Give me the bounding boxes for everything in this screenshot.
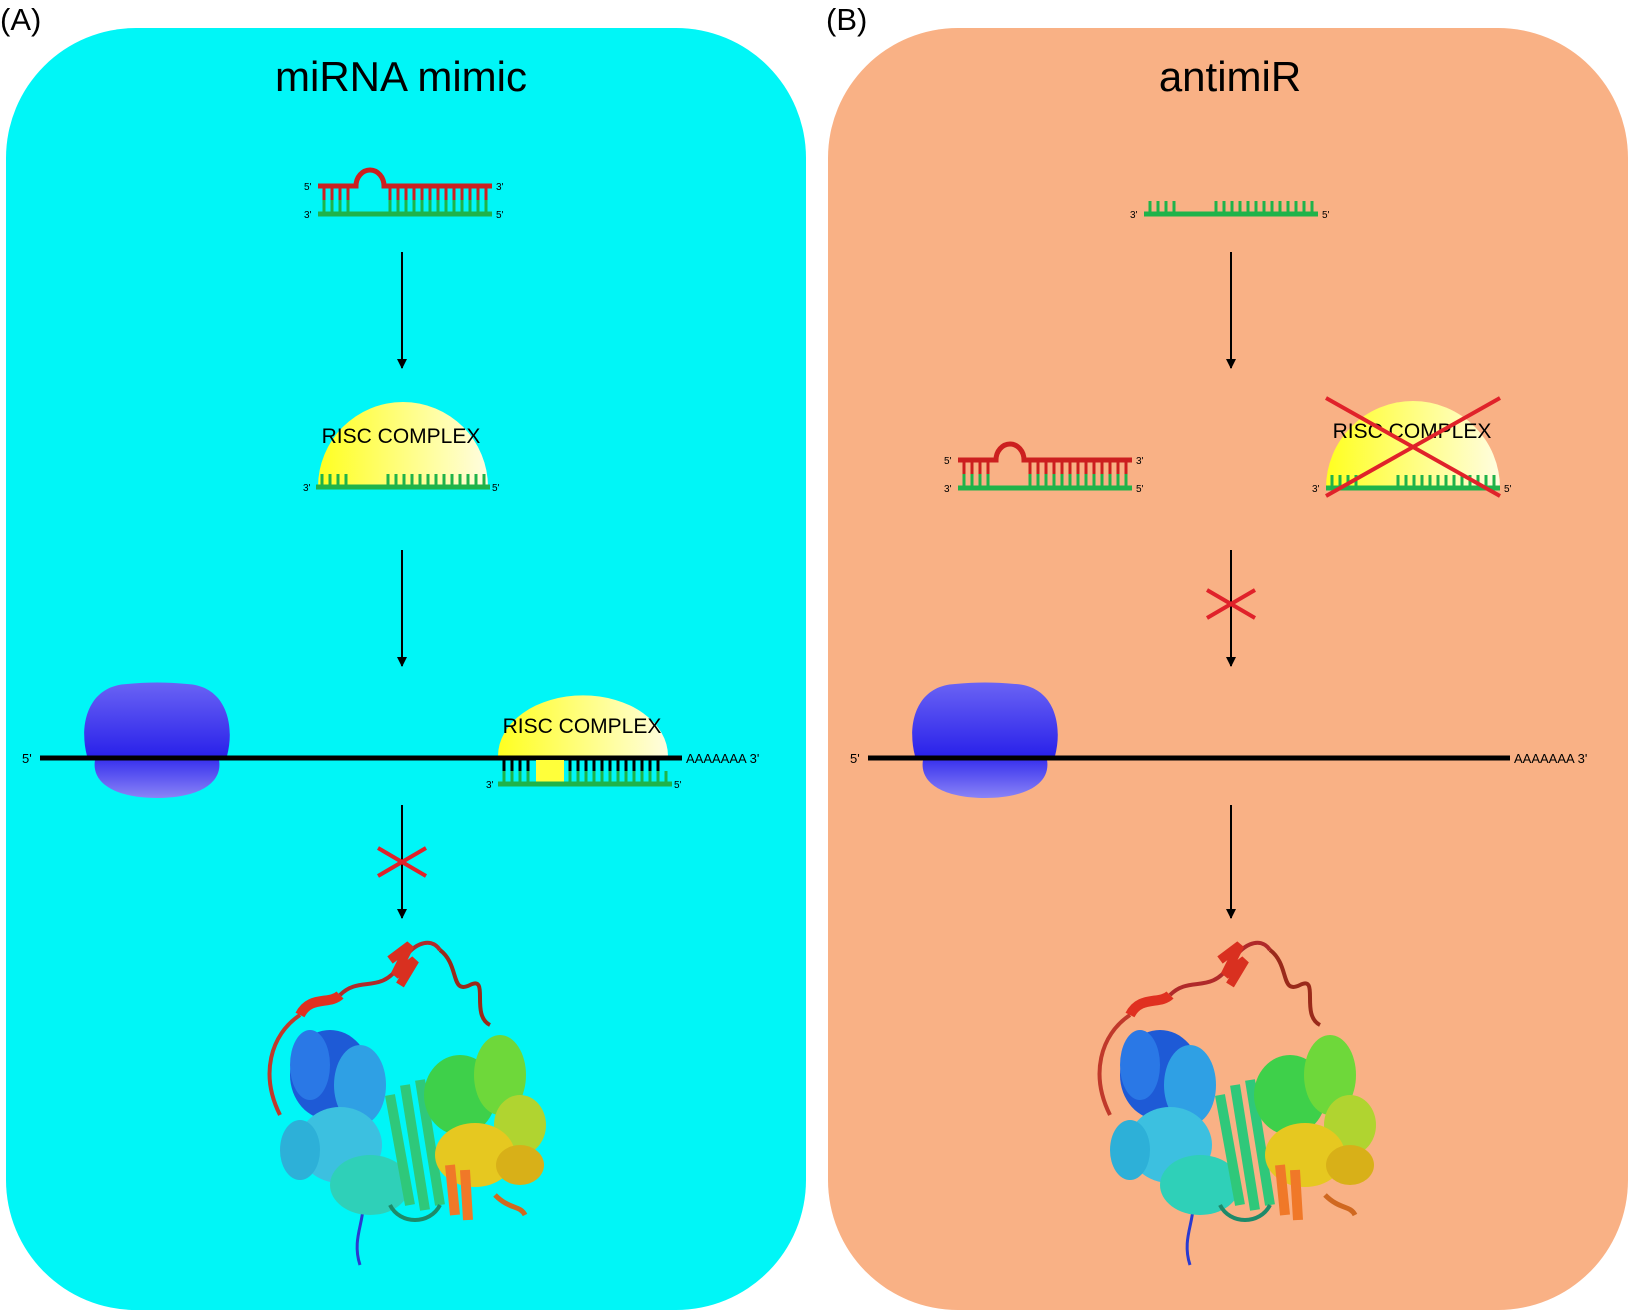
sequestered-duplex: 5' 3' 3' 5' [944, 444, 1144, 495]
mrna-risc-a-5-label: 5' [674, 780, 682, 791]
antimir-strand: 3' 5' [1130, 201, 1330, 221]
risc-a-3-label: 3' [303, 483, 311, 494]
duplex-5-label-top: 5' [304, 182, 312, 193]
block-x-b [1205, 588, 1257, 620]
duplex-3-label-bottom: 3' [304, 210, 312, 221]
risc-complex-b-crossed: RISC COMPLEX 3' 5' [1312, 396, 1512, 498]
ribosome-b [912, 682, 1058, 798]
antimir-5-label: 5' [1322, 210, 1330, 221]
block-x-a [376, 846, 428, 878]
seq-duplex-3-label-top: 3' [1136, 456, 1144, 467]
risc-b-5-label: 5' [1504, 484, 1512, 495]
mrna-b: 5' AAAAAAA 3' [850, 682, 1587, 798]
panel-b: (B) antimiR 3' 5' 5' 3' 3' 5' RISC COMPL… [826, 2, 1628, 1310]
panel-b-background [828, 28, 1628, 1310]
risc-b-3-label: 3' [1312, 484, 1320, 495]
duplex-5-label-bottom: 5' [496, 210, 504, 221]
mrna-b-3-label: AAAAAAA 3' [1514, 751, 1587, 766]
risc-label-b: RISC COMPLEX [1333, 420, 1492, 443]
ribosome-a [84, 682, 230, 798]
duplex-3-label-top: 3' [496, 182, 504, 193]
mimic-duplex: 5' 3' 3' 5' [304, 170, 504, 221]
seq-duplex-3-label-bottom: 3' [944, 484, 952, 495]
mrna-b-5-label: 5' [850, 751, 860, 766]
risc-label-a-2: RISC COMPLEX [503, 715, 662, 738]
risc-complex-a: RISC COMPLEX 3' 5' [303, 402, 500, 494]
panel-b-letter: (B) [826, 2, 867, 37]
seq-duplex-5-label-bottom: 5' [1136, 484, 1144, 495]
seq-duplex-5-label-top: 5' [944, 456, 952, 467]
mrna-a: RISC COMPLEX 5' AAAAAAA 3' 3' 5' [22, 682, 759, 798]
panel-b-title: antimiR [1159, 53, 1301, 100]
mrna-a-3-label: AAAAAAA 3' [686, 751, 759, 766]
antimir-3-label: 3' [1130, 210, 1138, 221]
risc-label-a: RISC COMPLEX [322, 425, 481, 448]
mrna-risc-a-3-label: 3' [486, 780, 494, 791]
panel-a-title: miRNA mimic [275, 53, 527, 100]
mrna-a-5-label: 5' [22, 751, 32, 766]
risc-a-5-label: 5' [492, 483, 500, 494]
risc-cross-line-2 [1325, 396, 1501, 498]
panel-a: (A) miRNA mimic 5' 3' 3' 5' RISC COMPLEX… [0, 2, 806, 1310]
panel-a-background [6, 28, 806, 1310]
panel-a-letter: (A) [0, 2, 41, 37]
